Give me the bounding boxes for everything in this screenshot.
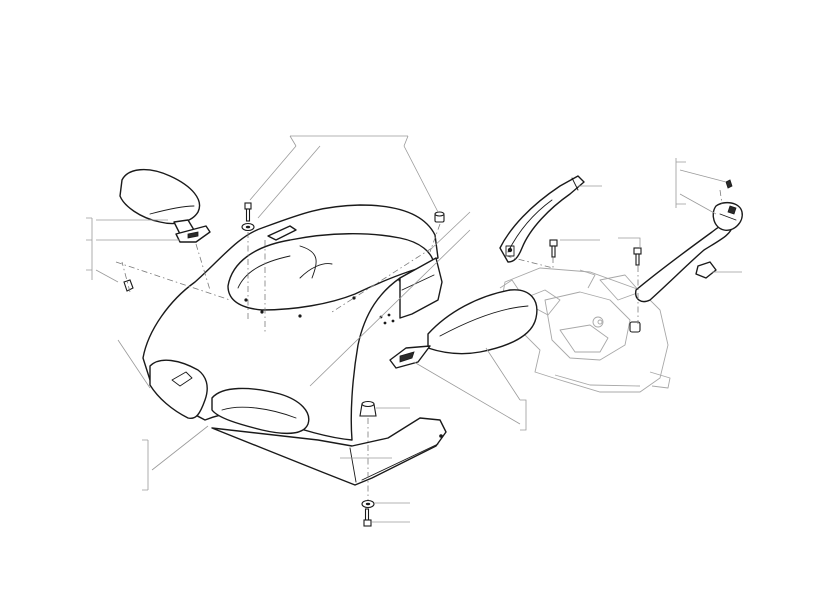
assembly-axes — [115, 189, 723, 500]
mirror-right — [389, 289, 538, 369]
headlight-right — [211, 387, 310, 435]
ghost-frame-bracket — [499, 267, 671, 393]
front-fairing — [142, 204, 447, 486]
bolt-left — [123, 279, 134, 292]
bracket-clip — [695, 261, 717, 279]
grommet-top — [434, 211, 445, 223]
side-cowl-bracket — [635, 179, 743, 303]
bolt-lower — [363, 508, 372, 527]
headlight-left — [149, 359, 208, 420]
hardware — [123, 202, 642, 527]
washer-lower — [361, 499, 375, 509]
grommet-frame — [629, 321, 641, 333]
bolt-top — [241, 202, 255, 232]
grommet-lower — [359, 400, 377, 417]
mirror-left — [119, 169, 211, 243]
leader-lines — [86, 135, 742, 523]
bolt-side — [633, 247, 642, 266]
bolt-bracket — [549, 239, 558, 258]
fairing-side-panel — [399, 257, 443, 319]
upper-stay-bracket — [499, 175, 585, 263]
